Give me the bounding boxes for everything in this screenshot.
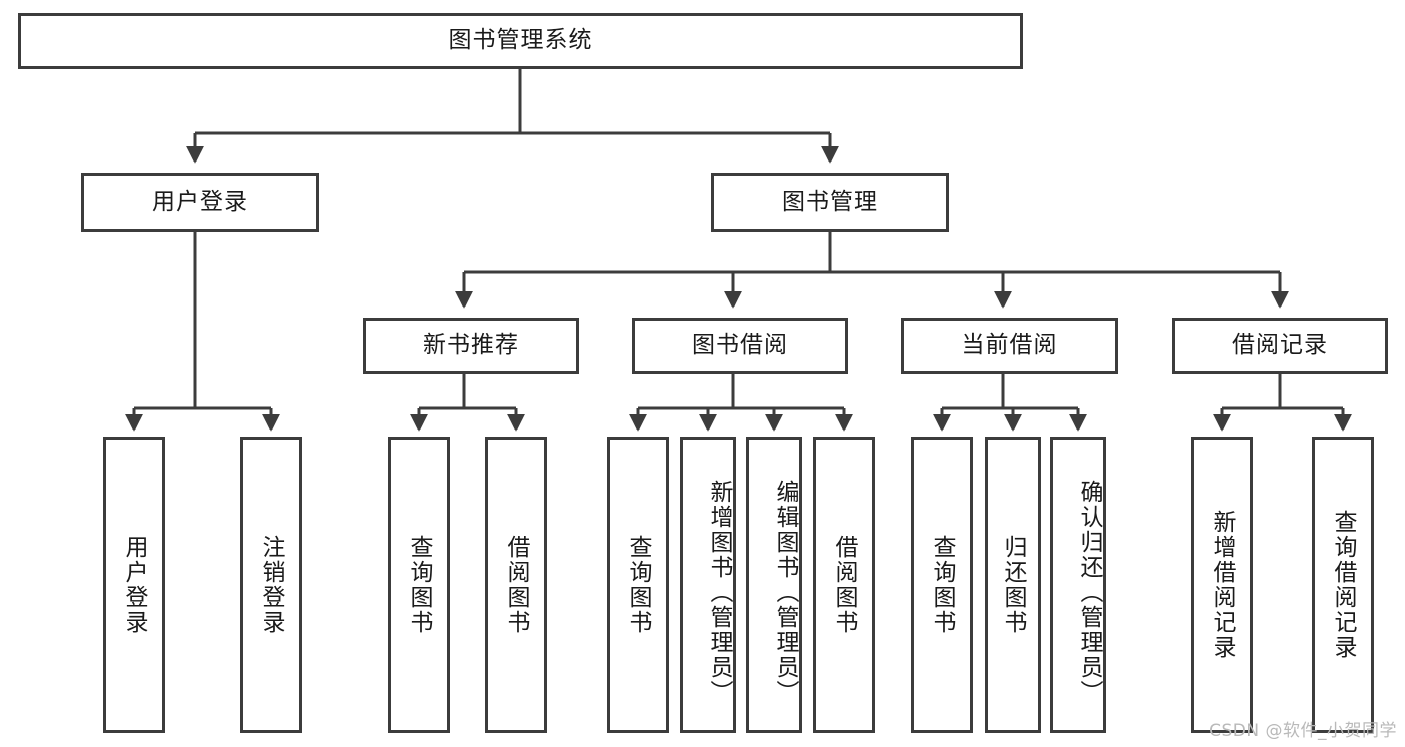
node-label: 借阅图书	[503, 535, 530, 635]
node-leaf-query-borrow-record[interactable]: 查询借阅记录	[1312, 437, 1374, 733]
node-leaf-add-book-admin[interactable]: 新增图书（管理员）	[680, 437, 736, 733]
node-leaf-edit-book-admin[interactable]: 编辑图书（管理员）	[746, 437, 802, 733]
node-label: 用户登录	[152, 188, 248, 215]
node-user-login[interactable]: 用户登录	[81, 173, 319, 232]
csdn-watermark: CSDN @软件_小贺同学	[1209, 721, 1397, 741]
node-label: 新增借阅记录	[1209, 510, 1236, 660]
node-root-system[interactable]: 图书管理系统	[18, 13, 1023, 69]
node-label: 查询图书	[929, 535, 956, 635]
node-leaf-user-login[interactable]: 用户登录	[103, 437, 165, 733]
node-leaf-confirm-return-admin[interactable]: 确认归还（管理员）	[1050, 437, 1106, 733]
node-label: 图书管理系统	[448, 27, 593, 54]
node-leaf-query-book-1[interactable]: 查询图书	[388, 437, 450, 733]
node-label: 注销登录	[258, 535, 285, 635]
node-label: 查询借阅记录	[1330, 510, 1357, 660]
node-leaf-borrow-book-1[interactable]: 借阅图书	[485, 437, 547, 733]
node-label: 用户登录	[121, 535, 148, 635]
node-leaf-return-book[interactable]: 归还图书	[985, 437, 1041, 733]
node-label: 图书管理	[782, 188, 878, 215]
node-label: 借阅记录	[1232, 332, 1328, 359]
node-label: 借阅图书	[831, 535, 858, 635]
node-current-borrow[interactable]: 当前借阅	[901, 318, 1118, 374]
node-label: 当前借阅	[961, 332, 1058, 359]
node-leaf-query-book-2[interactable]: 查询图书	[607, 437, 669, 733]
node-borrow-record[interactable]: 借阅记录	[1172, 318, 1388, 374]
node-leaf-logout-login[interactable]: 注销登录	[240, 437, 302, 733]
node-label: 新书推荐	[423, 332, 519, 359]
node-leaf-borrow-book-2[interactable]: 借阅图书	[813, 437, 875, 733]
node-label: 归还图书	[1000, 535, 1027, 635]
node-label: 图书借阅	[692, 332, 788, 359]
node-label: 确认归还（管理员）	[1076, 479, 1102, 705]
node-leaf-query-book-3[interactable]: 查询图书	[911, 437, 973, 733]
node-leaf-add-borrow-record[interactable]: 新增借阅记录	[1191, 437, 1253, 733]
node-new-book-recommend[interactable]: 新书推荐	[363, 318, 579, 374]
node-label: 查询图书	[406, 535, 433, 635]
node-label: 查询图书	[625, 535, 652, 635]
node-book-manage[interactable]: 图书管理	[711, 173, 949, 232]
node-label: 新增图书（管理员）	[706, 479, 732, 705]
node-book-borrow[interactable]: 图书借阅	[632, 318, 848, 374]
node-label: 编辑图书（管理员）	[772, 479, 798, 705]
